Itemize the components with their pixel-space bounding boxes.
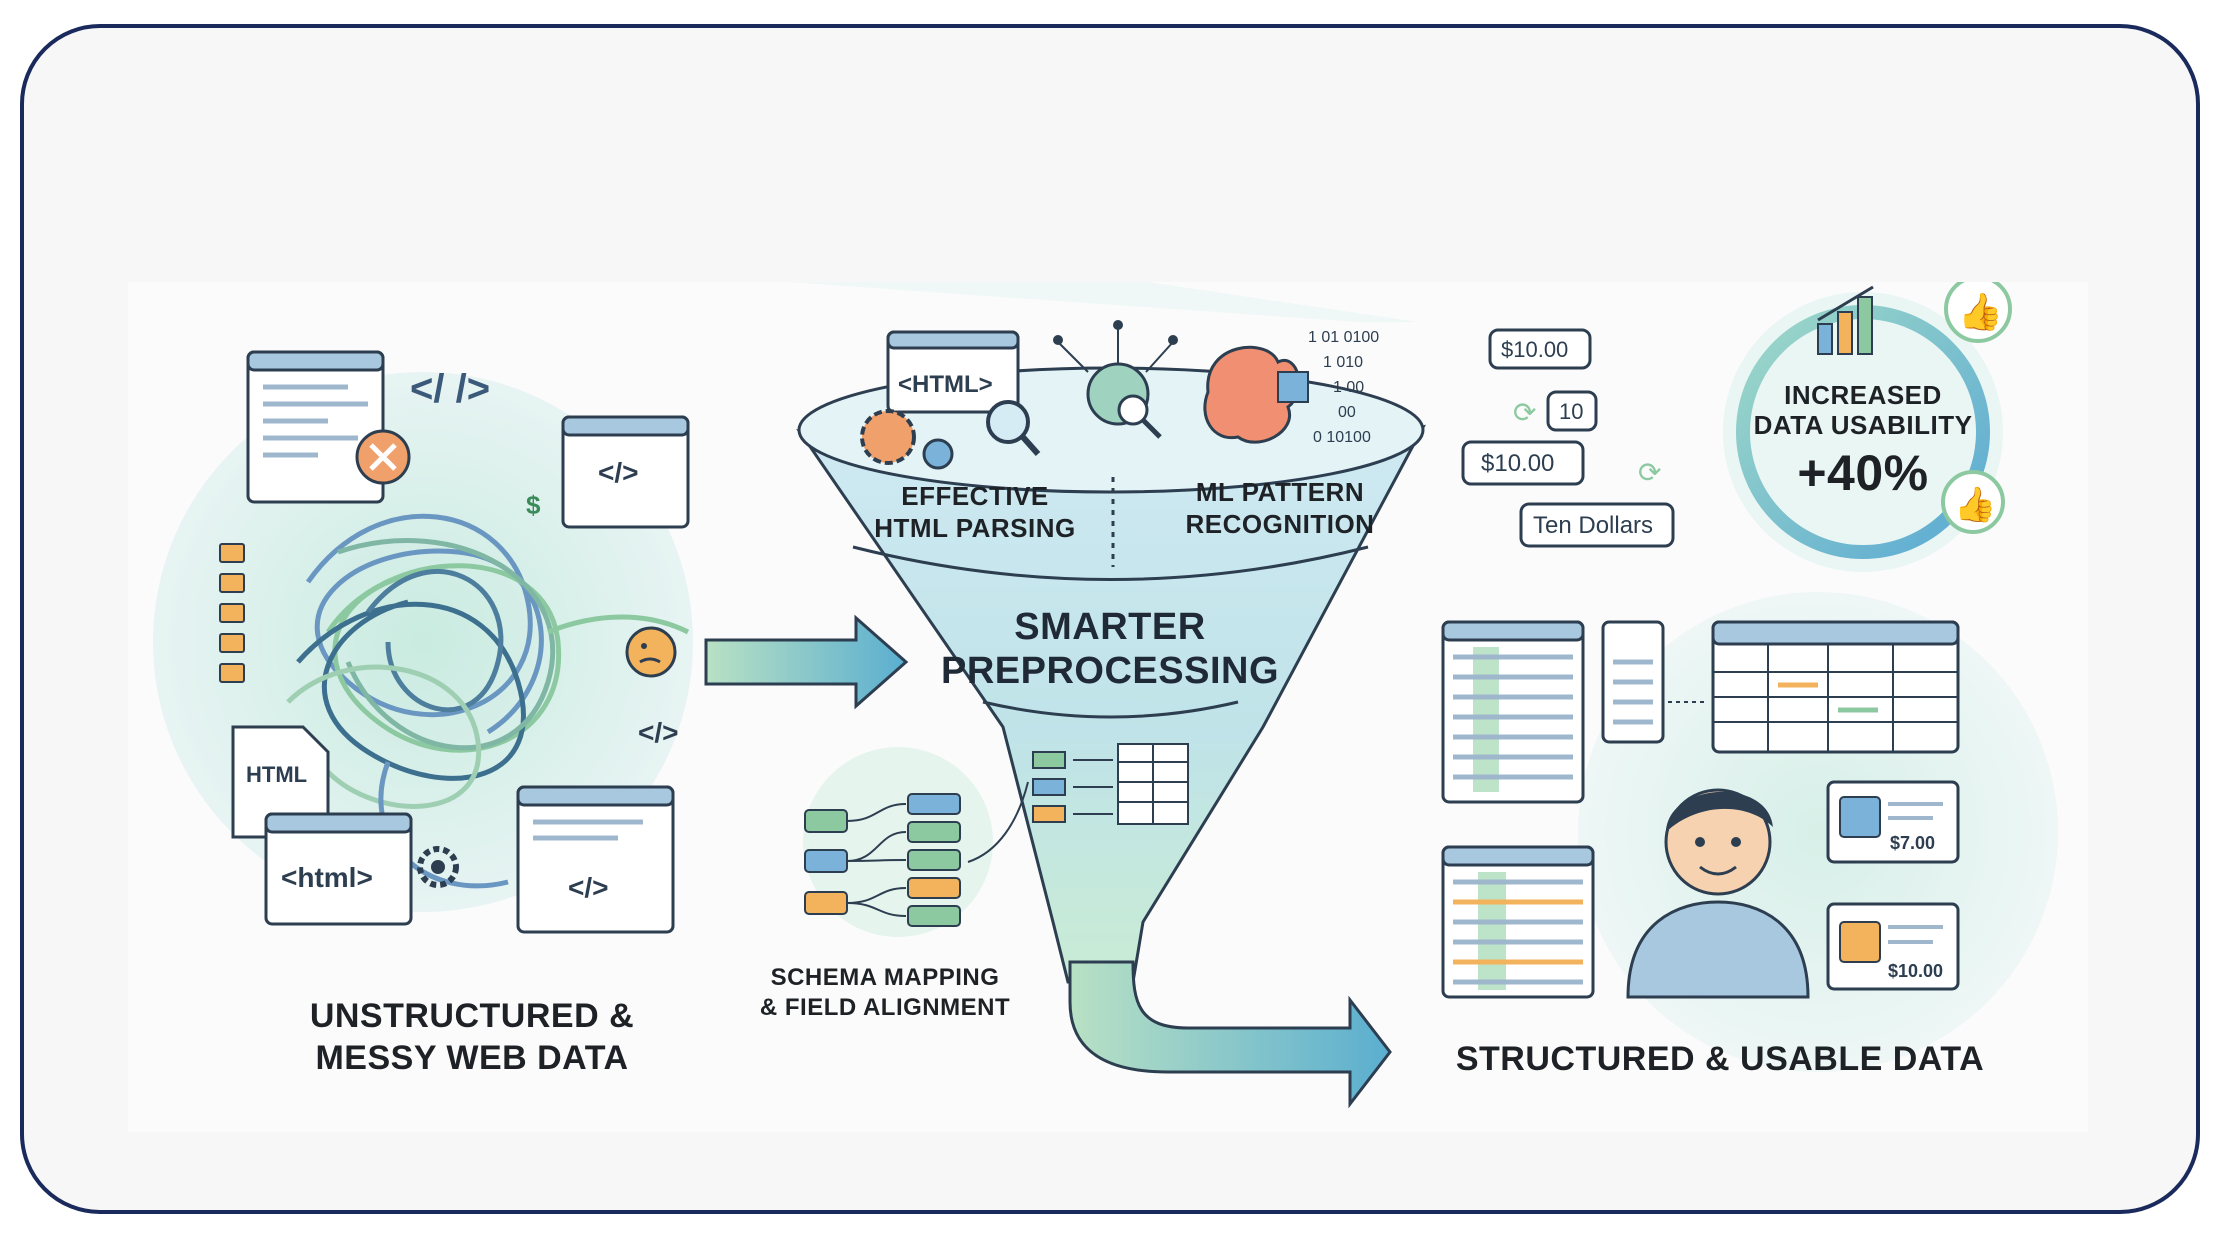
- svg-text:1 01 0100: 1 01 0100: [1308, 329, 1379, 346]
- html-parsing-icon: <HTML>: [860, 330, 1041, 470]
- svg-text:10: 10: [1559, 399, 1583, 424]
- broken-tag-icon: </ />: [410, 367, 490, 411]
- left-title-line1: UNSTRUCTURED &: [309, 997, 635, 1035]
- preprocessing-illustration: </ /> </> $: [153, 282, 2058, 1109]
- error-x-icon: [355, 429, 411, 485]
- thumbs-up-icon: 👍: [1941, 470, 2005, 534]
- svg-text:<HTML>: <HTML>: [898, 371, 993, 398]
- price-bubble-mid: $10.00: [1461, 440, 1585, 486]
- svg-text:</>: </>: [598, 457, 638, 488]
- svg-text:👍: 👍: [1958, 291, 2003, 332]
- tag-icon: </>: [638, 717, 678, 748]
- brain-icon: 1 01 0100 1 010 1 00 00 0 10100: [1203, 329, 1379, 446]
- tshirt-icon: [1839, 921, 1881, 963]
- svg-text:0 10100: 0 10100: [1313, 429, 1371, 446]
- svg-text:1 00: 1 00: [1333, 379, 1364, 396]
- ml-pattern-line2: RECOGNITION: [1185, 509, 1375, 539]
- number-bubble: 10: [1546, 390, 1598, 432]
- code-window-top-left: [246, 350, 385, 504]
- arrow-into-funnel: [704, 614, 909, 710]
- svg-text:$10.00: $10.00: [1481, 450, 1554, 477]
- code-window-top-right: </>: [561, 415, 690, 529]
- ml-pattern-label: ML PATTERN RECOGNITION: [1160, 476, 1400, 540]
- funnel-center-label: SMARTER PREPROCESSING: [900, 605, 1320, 693]
- svg-text:HTML: HTML: [246, 762, 307, 787]
- html-document: HTML: [231, 725, 330, 839]
- person-avatar: [1626, 788, 1810, 999]
- neural-network-icon: [1053, 320, 1178, 439]
- html-parsing-line2: HTML PARSING: [874, 513, 1076, 543]
- svg-text:Ten Dollars: Ten Dollars: [1533, 512, 1653, 539]
- svg-text:00: 00: [1338, 404, 1356, 421]
- sync-icon: ⟳: [1513, 397, 1536, 428]
- schema-mapping-line2: & FIELD ALIGNMENT: [759, 994, 1011, 1021]
- structured-data-cluster: $7.00 $10.00: [1441, 592, 2058, 1072]
- svg-text:👍: 👍: [1954, 485, 1996, 524]
- html-parsing-line1: EFFECTIVE: [901, 481, 1049, 511]
- left-section-title: UNSTRUCTURED & MESSY WEB DATA: [262, 995, 682, 1079]
- schema-mapping-label: SCHEMA MAPPING & FIELD ALIGNMENT: [740, 963, 1030, 1023]
- svg-text:$10.00: $10.00: [1501, 337, 1568, 362]
- thumbs-up-icon: 👍: [1944, 282, 2012, 343]
- usability-line2: DATA USABILITY: [1753, 410, 1973, 440]
- arrow-out-of-funnel: [1068, 960, 1392, 1109]
- svg-text:1 010: 1 010: [1323, 354, 1363, 371]
- dollar-icon: $: [526, 490, 541, 520]
- usability-value: +40%: [1797, 445, 1929, 501]
- code-window-bottom: </>: [516, 785, 675, 934]
- table-window-top-left: [1441, 620, 1585, 804]
- words-bubble: Ten Dollars: [1519, 502, 1675, 548]
- messy-data-cluster: </ /> </> $: [153, 350, 693, 934]
- folder-icons: [219, 543, 245, 683]
- price-bubble-top: $10.00: [1488, 328, 1592, 370]
- confused-face-icon: [625, 626, 677, 678]
- html-parsing-label: EFFECTIVE HTML PARSING: [855, 480, 1095, 544]
- preprocessing-label: PREPROCESSING: [940, 650, 1280, 692]
- product-card-2: $10.00: [1826, 902, 1960, 991]
- sync-icon: ⟳: [1638, 457, 1661, 488]
- svg-text:$7.00: $7.00: [1890, 833, 1935, 853]
- right-section-title: STRUCTURED & USABLE DATA: [1455, 1040, 1985, 1078]
- svg-text:<html>: <html>: [281, 862, 373, 893]
- table-window-bottom-left: [1441, 845, 1595, 999]
- binary-text: 1 01 0100 1 010 1 00 00 0 10100: [1308, 329, 1379, 446]
- usability-badge: 👍 👍: [1723, 282, 2012, 572]
- svg-text:$10.00: $10.00: [1888, 961, 1943, 981]
- bar-chart-icon: [1817, 285, 1874, 355]
- schema-mapping-diagram: [803, 747, 1029, 937]
- list-window: [1601, 620, 1665, 744]
- svg-text:</>: </>: [568, 872, 608, 903]
- product-card-1: $7.00: [1826, 780, 1960, 864]
- html-window: <html>: [264, 812, 413, 926]
- usability-label: INCREASED DATA USABILITY: [1748, 380, 1978, 440]
- schema-mapping-line1: SCHEMA MAPPING: [770, 964, 1000, 991]
- value-normalization: $10.00 10 $10.00 Ten Dollars ⟳ ⟳: [1461, 328, 1675, 548]
- spreadsheet-window: [1711, 620, 1960, 754]
- ml-pattern-line1: ML PATTERN: [1195, 477, 1365, 507]
- left-title-line2: MESSY WEB DATA: [315, 1039, 629, 1077]
- smarter-label: SMARTER: [1014, 606, 1206, 648]
- mapping-table-icon: [1032, 743, 1189, 825]
- tshirt-icon: [1839, 796, 1881, 838]
- gear-icon: [417, 846, 459, 888]
- usability-line1: INCREASED: [1784, 380, 1942, 410]
